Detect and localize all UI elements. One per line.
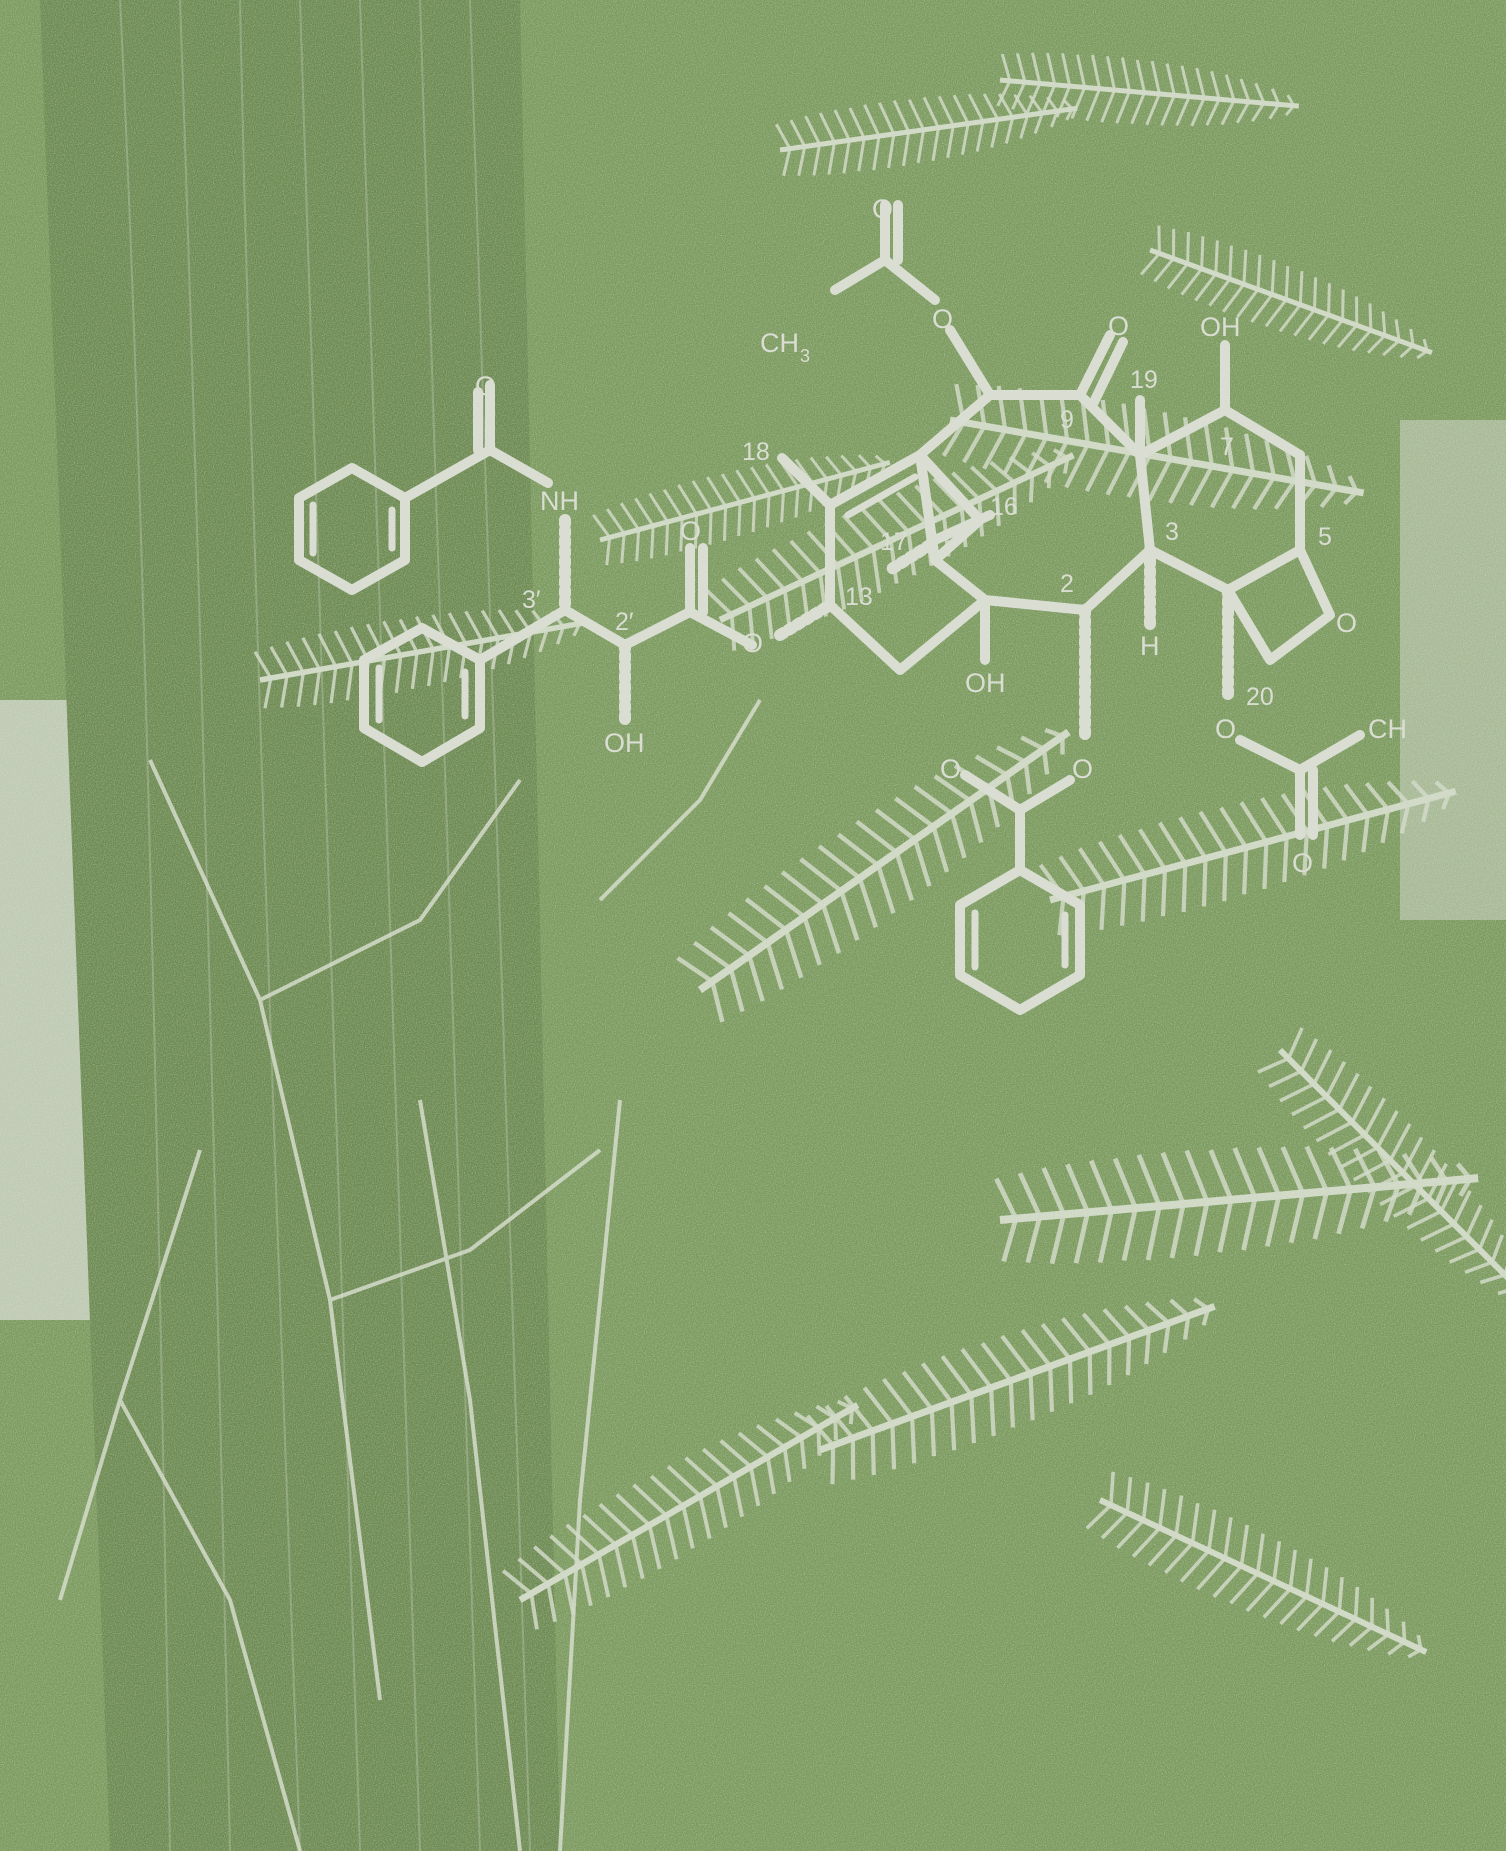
benzoate-linker	[960, 770, 1075, 875]
methyl-16	[930, 510, 995, 545]
bond-c10-oac	[945, 325, 995, 400]
taxol-structure	[294, 200, 1365, 1015]
methyl-18	[777, 453, 835, 510]
methyl-17	[884, 539, 936, 576]
label-o-benzoate-carbonyl: O	[940, 754, 961, 784]
c4-acetyl	[1235, 730, 1365, 840]
num-2: 2	[1060, 570, 1074, 598]
label-ch3-subscript: 3	[800, 346, 810, 366]
label-o-ketone-9: O	[1108, 311, 1129, 341]
a-ring-double	[844, 473, 919, 519]
atom-labels: O CH 3 O O OH O NH O O OH OH H O O CH O …	[475, 194, 1407, 878]
label-o-ester-carbonyl: O	[680, 516, 701, 546]
oac-carbonyl	[830, 200, 940, 305]
label-oh-7: OH	[1200, 312, 1241, 342]
label-ch3: CH	[760, 328, 799, 358]
num-18: 18	[742, 438, 770, 466]
label-nh: NH	[540, 486, 579, 516]
num-5: 5	[1318, 523, 1332, 551]
num-3prime: 3′	[522, 586, 541, 614]
label-o-acetyl-link: O	[932, 304, 953, 334]
label-o-benzoate-link: O	[1072, 754, 1093, 784]
ketone-9	[1075, 330, 1128, 407]
num-19: 19	[1130, 366, 1158, 394]
num-2prime: 2′	[615, 608, 634, 636]
benzoyl-ring-inner	[309, 501, 396, 594]
position-numbers: 19 9 7 18 16 17 3 5 2 13 3′ 2′ 20	[522, 366, 1332, 711]
num-17: 17	[880, 528, 908, 556]
c-ring	[1135, 405, 1305, 595]
bond-o-c13	[774, 599, 836, 641]
label-o-c4-carbonyl: O	[1292, 848, 1313, 878]
bond-c-nh	[485, 445, 553, 488]
benzoate-ring-inner	[971, 909, 1069, 1014]
num-9: 9	[1060, 406, 1074, 434]
label-o-ester-link: O	[742, 628, 763, 658]
ester-carbonyl	[685, 543, 708, 617]
label-oh-1: OH	[965, 668, 1006, 698]
num-16: 16	[990, 493, 1018, 521]
label-ch3-c4: CH	[1368, 714, 1407, 744]
bond-3prime-phenyl	[475, 605, 570, 665]
label-o-oxetane: O	[1336, 608, 1357, 638]
label-o-acetyl-top: O	[872, 194, 893, 224]
num-20: 20	[1246, 683, 1274, 711]
oxetane	[1223, 545, 1335, 665]
num-7: 7	[1220, 433, 1234, 461]
label-o-amide: O	[475, 371, 496, 401]
label-h-3: H	[1140, 631, 1160, 661]
num-3: 3	[1165, 518, 1179, 546]
phenyl-ring-inner	[375, 664, 469, 766]
label-oh-2prime: OH	[604, 728, 645, 758]
num-13: 13	[845, 583, 873, 611]
label-o-c4-link: O	[1215, 714, 1236, 744]
side-chain	[560, 605, 757, 650]
